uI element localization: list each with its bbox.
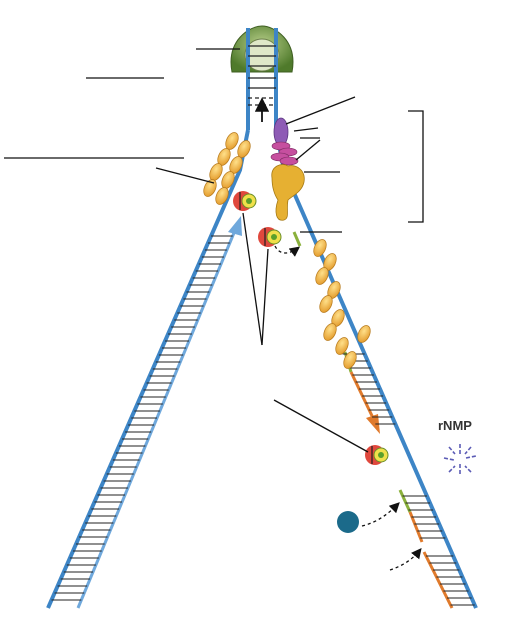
rnmp-label: rNMP	[438, 418, 472, 433]
polymerase-protein	[271, 164, 305, 221]
ssb-oval-icon	[343, 351, 357, 369]
dashed-arrows	[274, 245, 422, 571]
leader-lines	[4, 48, 424, 453]
ssb-oval-icon	[215, 187, 229, 205]
ssb-oval-icon	[203, 179, 217, 197]
ssb-oval-icon	[357, 325, 371, 343]
lagging-strand	[292, 231, 475, 609]
template-strands	[46, 129, 478, 609]
nucleotide-icon	[258, 227, 282, 247]
rnmp-icon	[443, 444, 477, 474]
ssb-oval-icon	[335, 337, 349, 355]
ssb-proteins	[203, 132, 371, 369]
leading-strand	[51, 216, 242, 609]
teal-protein	[337, 511, 359, 533]
ssb-oval-icon	[315, 267, 329, 285]
helicase	[230, 25, 294, 73]
ssb-oval-icon	[319, 295, 333, 313]
nucleotide-icon	[233, 191, 257, 211]
ssb-oval-icon	[323, 323, 337, 341]
replisome-proteins	[270, 117, 305, 221]
ssb-oval-icon	[313, 239, 327, 257]
pink-protein	[270, 141, 299, 166]
nucleotide-icon	[365, 445, 389, 465]
